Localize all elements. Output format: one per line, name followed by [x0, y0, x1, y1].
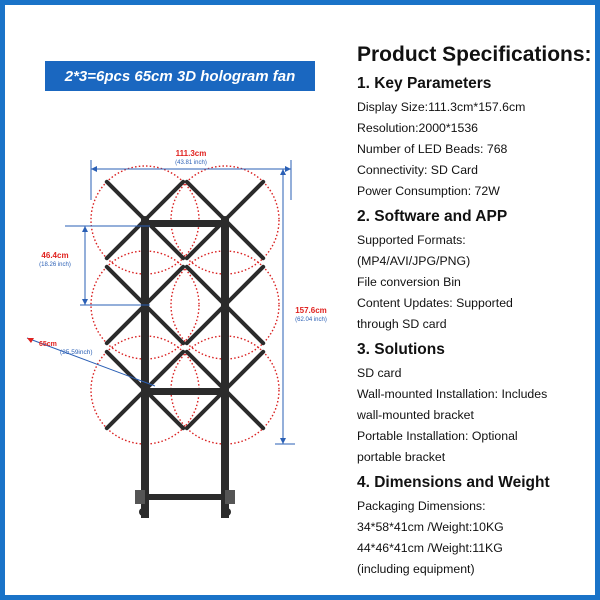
spec-line: Power Consumption: 72W	[357, 184, 500, 198]
spec-line: (MP4/AVI/JPG/PNG)	[357, 254, 471, 268]
fan-blade	[223, 349, 266, 392]
section-heading: 3. Solutions	[357, 341, 445, 358]
fan-circle	[170, 335, 280, 445]
fan-blade	[223, 264, 266, 307]
spec-line: Portable Installation: Optional	[357, 429, 518, 443]
height-label: 157.6cm	[295, 306, 327, 315]
fan-blade	[223, 388, 266, 431]
fan-blade	[223, 179, 266, 222]
fan-blade	[184, 303, 227, 346]
spec-line: 34*58*41cm /Weight:10KG	[357, 520, 504, 534]
specs-title: Product Specifications:	[357, 43, 592, 66]
mount-frame	[135, 218, 235, 518]
spec-line: (including equipment)	[357, 562, 475, 576]
spec-line: Content Updates: Supported	[357, 296, 513, 310]
fan-blade	[143, 303, 186, 346]
width-dimension: 111.3cm (43.81 inch)	[90, 149, 292, 200]
spec-line: Connectivity: SD Card	[357, 163, 478, 177]
height-sub-label: (62.04 inch)	[295, 317, 327, 323]
section-heading: 2. Software and APP	[357, 208, 508, 225]
spec-line: portable bracket	[357, 450, 446, 464]
fan-circle	[170, 250, 280, 360]
fan-blade	[184, 264, 227, 307]
spec-line: Packaging Dimensions:	[357, 499, 486, 513]
fan-blade	[223, 303, 266, 346]
spec-line: through SD card	[357, 317, 447, 331]
product-specifications: Product Specifications: 1. Key Parameter…	[357, 43, 595, 580]
fan-blade	[143, 388, 186, 431]
fan-blade	[184, 349, 227, 392]
section-heading: 1. Key Parameters	[357, 75, 492, 92]
section-heading: 4. Dimensions and Weight	[357, 474, 550, 491]
spec-line: File conversion Bin	[357, 275, 461, 289]
spec-line: Wall-mounted Installation: Includes	[357, 387, 548, 401]
hologram-fan-diagram: 111.3cm (43.81 inch) 46.4cm (18.26 inch)…	[26, 149, 327, 518]
fan-blade	[223, 218, 266, 261]
spec-line: Supported Formats:	[357, 233, 466, 247]
fan-blade	[143, 179, 186, 222]
spec-line: 44*46*41cm /Weight:11KG	[357, 541, 503, 555]
height-dimension: 157.6cm (62.04 inch)	[275, 169, 327, 445]
fan-circle	[170, 165, 280, 275]
spacing-dimension: 46.4cm (18.26 inch)	[39, 225, 150, 306]
fan-blade	[104, 303, 147, 346]
spec-line: Display Size:111.3cm*157.6cm	[357, 100, 526, 114]
fan-blade	[104, 349, 147, 392]
spec-line: Resolution:2000*1536	[357, 121, 479, 135]
fan-blade	[143, 349, 186, 392]
width-label: 111.3cm	[176, 149, 207, 158]
diameter-sub-label: (25.59inch)	[60, 349, 93, 356]
diameter-label: 65cm	[39, 341, 57, 348]
spacing-sub-label: (18.26 inch)	[39, 262, 71, 268]
product-title-banner: 2*3=6pcs 65cm 3D hologram fan	[45, 61, 315, 91]
spacing-label: 46.4cm	[41, 251, 68, 260]
fan-blade	[104, 264, 147, 307]
fan-blade	[143, 264, 186, 307]
width-sub-label: (43.81 inch)	[175, 160, 207, 166]
spec-line: wall-mounted bracket	[357, 408, 474, 422]
spec-line: SD card	[357, 366, 402, 380]
fan-blade	[104, 179, 147, 222]
diameter-dimension: 65cm (25.59inch)	[26, 337, 156, 387]
fan-blade	[184, 179, 227, 222]
fan-circle	[90, 250, 200, 360]
spec-line: Number of LED Beads: 768	[357, 142, 508, 156]
fan-blade	[184, 388, 227, 431]
fan-blade	[104, 388, 147, 431]
